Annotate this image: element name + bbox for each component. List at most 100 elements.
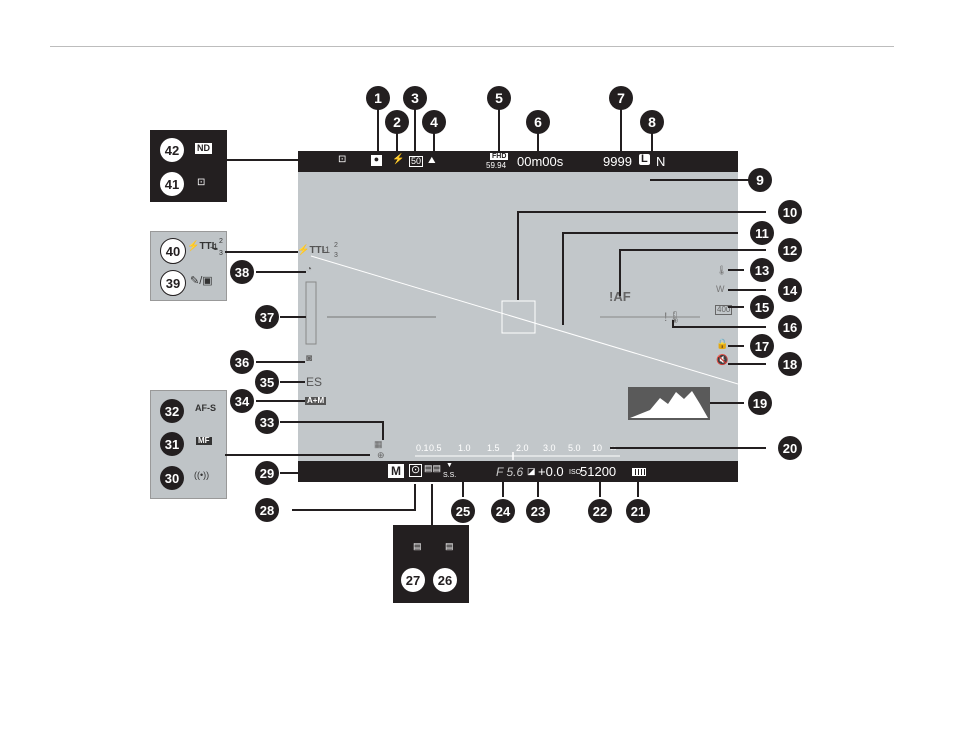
iso-mini: 400	[715, 305, 733, 315]
dr-icon: ▤▤	[424, 463, 442, 473]
marker-37: 37	[255, 305, 279, 329]
marker-34: 34	[230, 389, 254, 413]
marker-14: 14	[778, 278, 802, 302]
marker-28: 28	[255, 498, 279, 522]
marker-33: 33	[255, 410, 279, 434]
marker-20: 20	[778, 436, 802, 460]
marker-13: 13	[750, 258, 774, 282]
focus-option-afs: AF-S	[195, 403, 216, 413]
viewfinder-bottom-bar	[298, 461, 738, 482]
exposure-comp-icon: ◪	[527, 466, 536, 476]
focus-icon-small: ⊕	[377, 450, 385, 460]
flash-comp-num: 2	[334, 242, 338, 249]
image-size-badge: L	[639, 153, 650, 165]
marker-4: 4	[422, 110, 446, 134]
marker-23: 23	[526, 499, 550, 523]
af-mode-badge: A+M	[305, 396, 327, 405]
flash-comp-den: 3	[334, 252, 338, 259]
marker-39: 39	[160, 270, 186, 296]
page-rule	[50, 46, 894, 47]
marker-6: 6	[526, 110, 550, 134]
lock-icon: 🔒	[716, 339, 729, 350]
marker-30: 30	[160, 466, 184, 490]
wb-icon: W	[716, 284, 725, 294]
marker-2: 2	[385, 110, 409, 134]
flash-mode-label: ⚡TTL	[297, 245, 328, 256]
marker-25: 25	[451, 499, 475, 523]
marker-21: 21	[626, 499, 650, 523]
recording-time: 00m00s	[517, 154, 564, 169]
marker-42: 42	[160, 138, 184, 162]
marker-31: 31	[160, 432, 184, 456]
dr-icon-b: ▤	[445, 541, 454, 551]
marker-19: 19	[748, 391, 772, 415]
marker-41: 41	[160, 172, 184, 196]
zoom-icon: ⊡	[338, 154, 347, 165]
shutter-type: ES	[306, 375, 323, 389]
thermometer-icon: 🌡	[716, 265, 728, 275]
marker-17: 17	[750, 334, 774, 358]
flash-icon-top: ⚡	[392, 154, 405, 165]
marker-11: 11	[750, 221, 774, 245]
distance-scale-label: 1.5	[487, 443, 500, 453]
exposure-comp-value: +0.0	[538, 464, 564, 479]
shutter-speed-label: S.S.	[443, 472, 457, 479]
shots-remaining: 9999	[603, 154, 632, 169]
focus-option-mf: MF	[196, 436, 212, 445]
marker-16: 16	[778, 315, 802, 339]
shutter-indicator: ▼	[446, 462, 453, 469]
frame-rate-label: 59.94	[486, 161, 507, 170]
marker-18: 18	[778, 352, 802, 376]
marker-15: 15	[750, 295, 774, 319]
iso-value: 51200	[580, 464, 617, 479]
marker-1: 1	[366, 86, 390, 110]
marker-24: 24	[491, 499, 515, 523]
marker-40: 40	[160, 238, 186, 264]
af-area-icon: ▦	[374, 439, 383, 449]
distance-scale-label: 0.1	[416, 443, 429, 453]
image-quality: N	[656, 154, 666, 169]
marker-8: 8	[640, 110, 664, 134]
metering-icon: ⊙	[409, 464, 423, 477]
distance-scale-label: 0.5	[429, 443, 442, 453]
marker-36: 36	[230, 350, 254, 374]
flash-mode-text: TTL	[309, 245, 328, 256]
zoom-icon-small: ⊡	[197, 177, 206, 188]
marker-35: 35	[255, 370, 279, 394]
distance-scale-label: 2.0	[516, 443, 529, 453]
marker-27: 27	[401, 568, 425, 592]
marker-3: 3	[403, 86, 427, 110]
marker-9: 9	[748, 168, 772, 192]
distance-scale-label: 5.0	[568, 443, 581, 453]
flash-comp-value: -1	[322, 245, 331, 255]
crop-icon: ⛰	[428, 155, 436, 165]
marker-32: 32	[160, 399, 184, 423]
battery-icon	[632, 468, 646, 476]
movie-mode-label: FHD	[490, 153, 509, 160]
marker-38: 38	[230, 260, 254, 284]
marker-7: 7	[609, 86, 633, 110]
aperture-value: F 5.6	[496, 465, 524, 479]
drive-icon: ◔	[306, 264, 313, 275]
film-sim-badge: 50	[409, 156, 424, 167]
marker-10: 10	[778, 200, 802, 224]
flash-panel-comp: -1	[210, 242, 219, 252]
flash-panel-mode-text: TTL	[199, 241, 218, 252]
self-timer-icon: ●	[371, 155, 382, 166]
focus-option-cont: ((•))	[194, 470, 210, 480]
marker-29: 29	[255, 461, 279, 485]
distance-scale-label: 3.0	[543, 443, 556, 453]
distance-scale-label: 10	[592, 443, 603, 453]
nd-filter-badge: ND	[195, 143, 212, 154]
marker-22: 22	[588, 499, 612, 523]
iso-label: ISO	[569, 469, 582, 476]
flash-panel-mode: ⚡TTL	[187, 241, 218, 252]
flash-panel-num: 2	[219, 238, 223, 245]
dr-icon-a: ▤	[413, 541, 422, 551]
face-detect-icon: ◙	[306, 353, 313, 364]
sound-off-icon: 🔇	[716, 355, 729, 366]
viewfinder-top-bar	[298, 151, 738, 172]
marker-12: 12	[778, 238, 802, 262]
distance-scale-label: 1.0	[458, 443, 471, 453]
